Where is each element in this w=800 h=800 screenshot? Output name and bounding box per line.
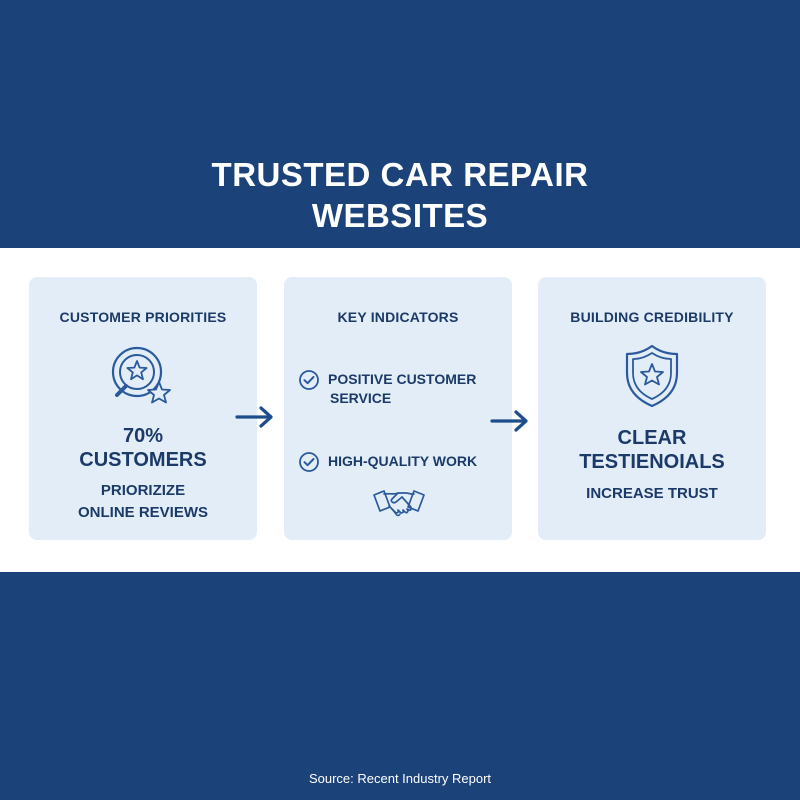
shield-star-icon [625, 344, 679, 408]
stat-line-2: CUSTOMERS [79, 449, 207, 471]
card-title: KEY INDICATORS [337, 309, 459, 325]
handshake-icon [373, 490, 425, 517]
check-circle-icon [299, 370, 319, 390]
card-title: CUSTOMER PRIORITIES [59, 309, 227, 325]
arrow-right-icon [235, 406, 273, 428]
indicator-label-line-2: SERVICE [330, 390, 392, 406]
card-title: BUILDING CREDIBILITY [570, 309, 734, 325]
page-title-line-2: WEBSITES [311, 197, 489, 234]
indicator-item: HIGH-QUALITY WORK [298, 452, 502, 473]
stat-line-1: CLEAR [617, 427, 687, 449]
sub-line-1: INCREASE TRUST [586, 485, 718, 502]
stat-line-1: 70% [122, 425, 164, 447]
stat-line-2: TESTIENOIALS [579, 451, 725, 473]
card-customer-priorities: CUSTOMER PRIORITIES 70% CUSTOMERS PRIORI… [29, 277, 257, 540]
card-building-credibility: BUILDING CREDIBILITY CLEAR TESTIENOIALS … [538, 277, 766, 540]
check-circle-icon [299, 452, 319, 472]
page-title: TRUSTED CAR REPAIR WEBSITES [0, 154, 800, 236]
arrow-right-icon [490, 410, 528, 432]
indicator-label-line-1: POSITIVE CUSTOMER [328, 371, 477, 387]
magnifier-star-icon [111, 346, 171, 404]
page-title-line-1: TRUSTED CAR REPAIR [211, 156, 589, 193]
sub-line-2: ONLINE REVIEWS [77, 504, 208, 521]
indicator-label-line-1: HIGH-QUALITY WORK [328, 453, 478, 469]
indicator-item: POSITIVE CUSTOMER SERVICE [298, 370, 502, 408]
source-note: Source: Recent Industry Report [308, 771, 492, 786]
card-key-indicators: KEY INDICATORS POSITIVE CUSTOMER SERVICE… [284, 277, 512, 540]
sub-line-1: PRIORIZIZE [100, 482, 186, 499]
